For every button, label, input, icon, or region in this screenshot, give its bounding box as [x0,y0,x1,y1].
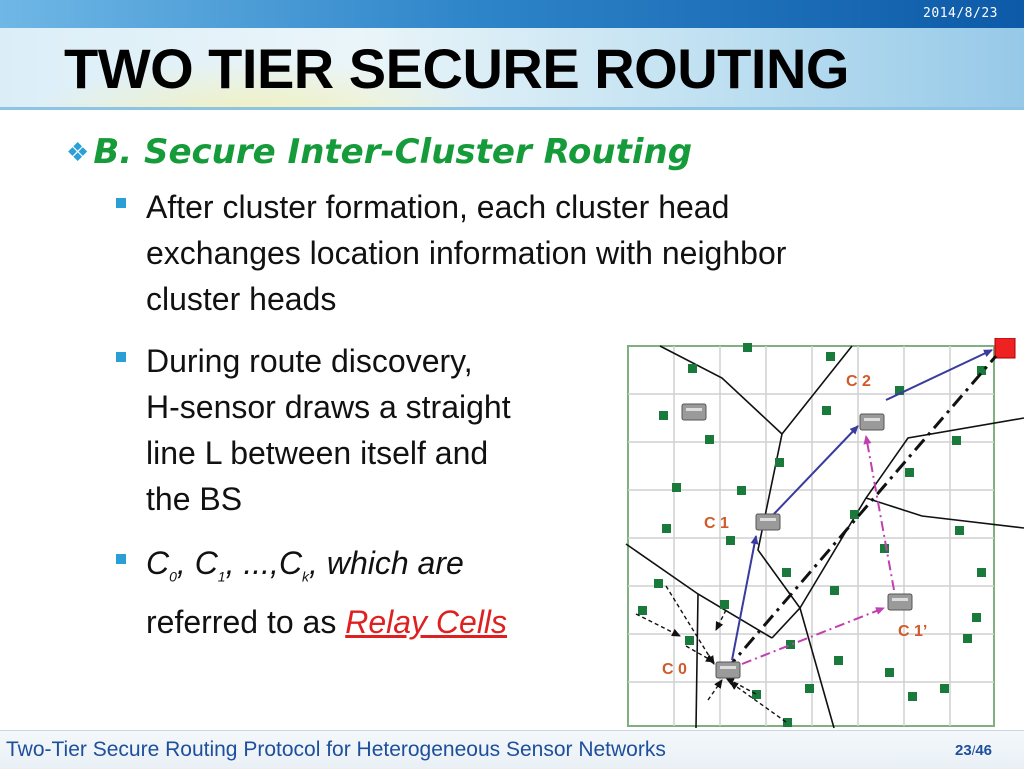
square-bullet-icon [116,554,126,564]
c-symbol: C [146,545,170,581]
label-c1p: C 1’ [898,623,927,640]
bullet-1: After cluster formation, each cluster he… [116,184,786,322]
h-sensor-route-arrows [731,349,993,661]
h-sensor-icons [681,403,913,679]
alternate-route-arrows [741,435,895,665]
h-sensor-c1-icon [755,513,781,531]
h-sensor-c2-icon [859,413,885,431]
bullet-1-line-1: After cluster formation, each cluster he… [146,189,730,225]
slide-content: ❖ B. Secure Inter-Cluster Routing After … [0,110,1024,730]
h-sensor-topleft-icon [681,403,707,421]
bullet-2: During route discovery, H-sensor draws a… [116,338,511,522]
slide-date: 2014/8/23 [923,6,998,21]
sensor-nodes [638,343,986,727]
base-station-icon [994,338,1016,359]
bullet-3-line-1: C0, C1, ...,Ck, which are [146,540,507,599]
subscript-k: k [302,568,310,585]
bullet-2-line-2: H-sensor draws a straight [146,389,511,425]
cluster-member-arrows [635,585,787,723]
bullet-3-line-2: referred to as Relay Cells [146,599,507,645]
straight-line-l [724,355,998,671]
subscript-0: 0 [169,568,177,585]
header-strip: 2014/8/23 [0,0,1024,28]
title-band: TWO TIER SECURE ROUTING [0,28,1024,110]
c-symbol: C [194,545,218,581]
voronoi-boundaries [625,345,1024,729]
square-bullet-icon [116,198,126,208]
bullet-2-text: During route discovery, H-sensor draws a… [146,338,511,522]
square-bullet-icon [116,352,126,362]
h-sensor-c0-icon [715,661,741,679]
separator: , ..., [225,545,279,581]
label-c1: C 1 [704,515,729,532]
subscript-1: 1 [217,568,226,585]
bullet-2-line-4: the BS [146,481,243,517]
page-number: 23/46 [955,742,992,759]
subheading: ❖ B. Secure Inter-Cluster Routing [66,132,692,172]
bullet-2-line-3: line L between itself and [146,435,489,471]
total-pages: 46 [975,742,992,759]
subheading-text: B. Secure Inter-Cluster Routing [93,132,693,172]
current-page: 23 [955,742,972,759]
bullet-3-tail: , which are [309,545,464,581]
bullet-1-text: After cluster formation, each cluster he… [146,184,786,322]
slide-title: TWO TIER SECURE ROUTING [64,37,849,100]
separator: , [176,545,195,581]
bullet-3: C0, C1, ...,Ck, which are referred to as… [116,540,507,645]
relay-cells-link[interactable]: Relay Cells [345,604,508,641]
bullet-1-line-3: cluster heads [146,281,337,317]
label-c0: C 0 [662,661,687,678]
bullet-1-line-2: exchanges location information with neig… [146,235,787,271]
bullet-3-text: C0, C1, ...,Ck, which are referred to as… [146,540,507,645]
grid-lines [628,346,994,726]
diamond-bullet-icon: ❖ [66,137,90,167]
label-c2: C 2 [846,373,871,390]
footer: Two-Tier Secure Routing Protocol for Het… [0,730,1024,769]
bullet-3-prefix: referred to as [146,604,346,641]
bullet-2-line-1: During route discovery, [146,343,473,379]
routing-diagram: C 0 C 1 C 1’ C 2 [625,338,1024,729]
h-sensor-c1p-icon [887,593,913,611]
c-symbol: C [278,545,303,581]
footer-text: Two-Tier Secure Routing Protocol for Het… [6,738,666,761]
